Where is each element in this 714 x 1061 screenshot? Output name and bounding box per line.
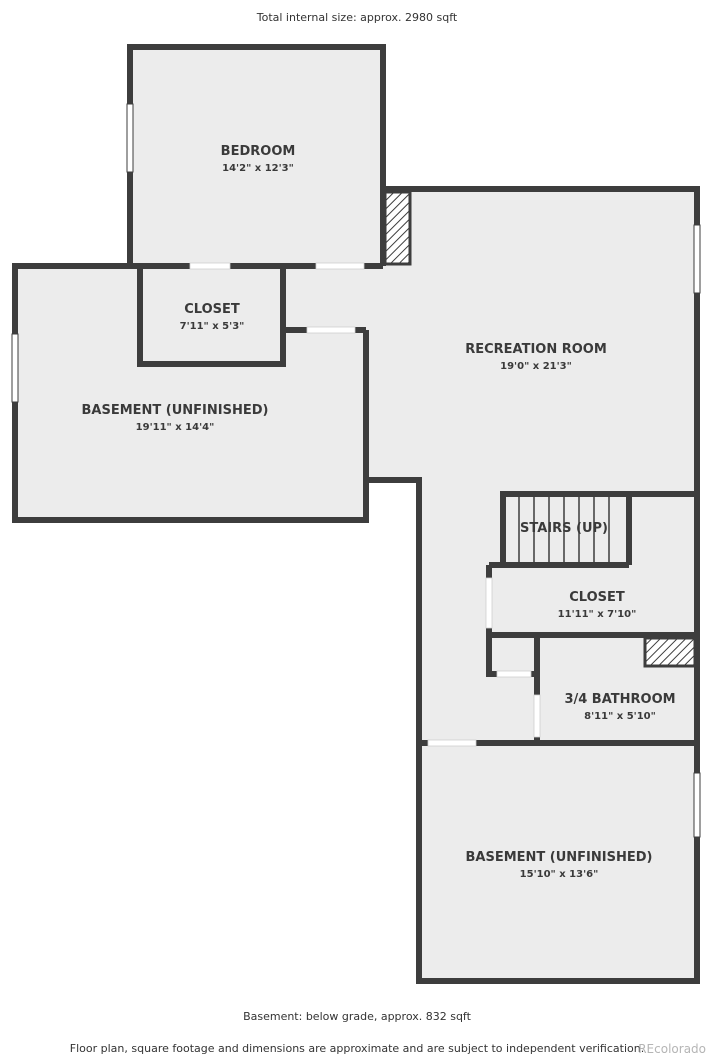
disclaimer-caption: Floor plan, square footage and dimension… [69, 1042, 645, 1055]
window-basement-south [693, 772, 701, 838]
closet-mid-name: CLOSET [569, 590, 625, 605]
closet-top-name: CLOSET [184, 302, 240, 317]
door-closet-mid [485, 577, 493, 629]
bedroom-floor [130, 47, 383, 266]
closet-top-dims: 7'11" x 5'3" [180, 321, 245, 332]
floor-fill [15, 47, 697, 981]
basement-south-name: BASEMENT (UNFINISHED) [466, 850, 653, 865]
recreation-main-floor [283, 266, 697, 743]
recreation-floor [383, 189, 697, 269]
door-basement-south [427, 739, 477, 747]
door-basement-west [306, 326, 356, 334]
recreation-name: RECREATION ROOM [465, 342, 607, 357]
stairs-wall [500, 491, 697, 567]
door-bedroom [315, 262, 365, 270]
bathroom-dims: 8'11" x 5'10" [584, 711, 656, 722]
closet-mid-dims: 11'11" x 7'10" [558, 609, 637, 620]
watermark-logo: REcolorado [638, 1042, 706, 1056]
bedroom-name: BEDROOM [221, 144, 296, 159]
doors [189, 262, 541, 747]
windows [11, 103, 701, 838]
door-bathroom [533, 694, 541, 738]
bathroom-name: 3/4 BATHROOM [564, 692, 675, 707]
basement-south-floor [419, 743, 697, 981]
level-size-caption: Basement: below grade, approx. 832 sqft [243, 1010, 471, 1023]
basement-west-dims: 19'11" x 14'4" [136, 422, 215, 433]
stair-treads [518, 496, 610, 563]
recreation-dims: 19'0" x 21'3" [500, 361, 572, 372]
basement-west-name: BASEMENT (UNFINISHED) [82, 403, 269, 418]
stairs-name: STAIRS (UP) [520, 521, 608, 536]
door-bath-nook [496, 670, 532, 678]
door-closet-top [189, 262, 231, 270]
chimney-hatch-bath [643, 636, 697, 668]
chimney-hatch-top [383, 190, 412, 266]
total-size-caption: Total internal size: approx. 2980 sqft [256, 11, 458, 24]
bedroom-dims: 14'2" x 12'3" [222, 163, 294, 174]
window-recreation [693, 224, 701, 294]
window-bedroom [126, 103, 134, 173]
basement-south-dims: 15'10" x 13'6" [520, 869, 599, 880]
window-basement-west [11, 333, 19, 403]
